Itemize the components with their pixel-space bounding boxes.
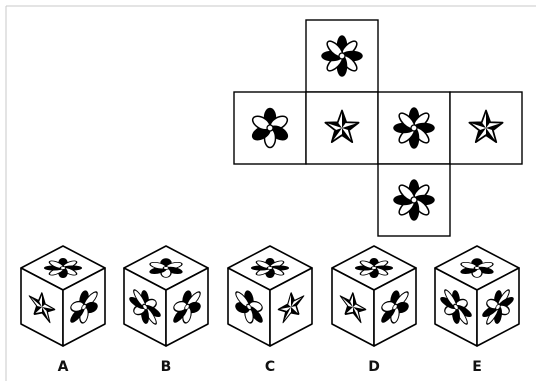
net-face3-flower-icon — [394, 108, 434, 148]
option-cube-b[interactable]: B — [124, 246, 208, 375]
option-cube-a[interactable]: A — [21, 246, 105, 375]
option-cube-c[interactable]: C — [228, 246, 312, 375]
net-bottom-flower-icon — [394, 180, 434, 220]
answer-options: A B C D E — [21, 246, 519, 375]
option-cube-d[interactable]: D — [332, 246, 416, 375]
net-top-flower-icon — [322, 36, 362, 76]
cube-top-symbol-icon — [252, 258, 289, 277]
option-cube-e[interactable]: E — [435, 246, 519, 375]
option-label: A — [58, 359, 69, 375]
cube-top-symbol-icon — [45, 258, 82, 277]
cube-top-symbol-icon — [356, 258, 393, 277]
option-label: D — [368, 359, 380, 375]
option-label: B — [161, 359, 172, 375]
option-label: E — [472, 359, 482, 375]
option-label: C — [265, 359, 275, 375]
